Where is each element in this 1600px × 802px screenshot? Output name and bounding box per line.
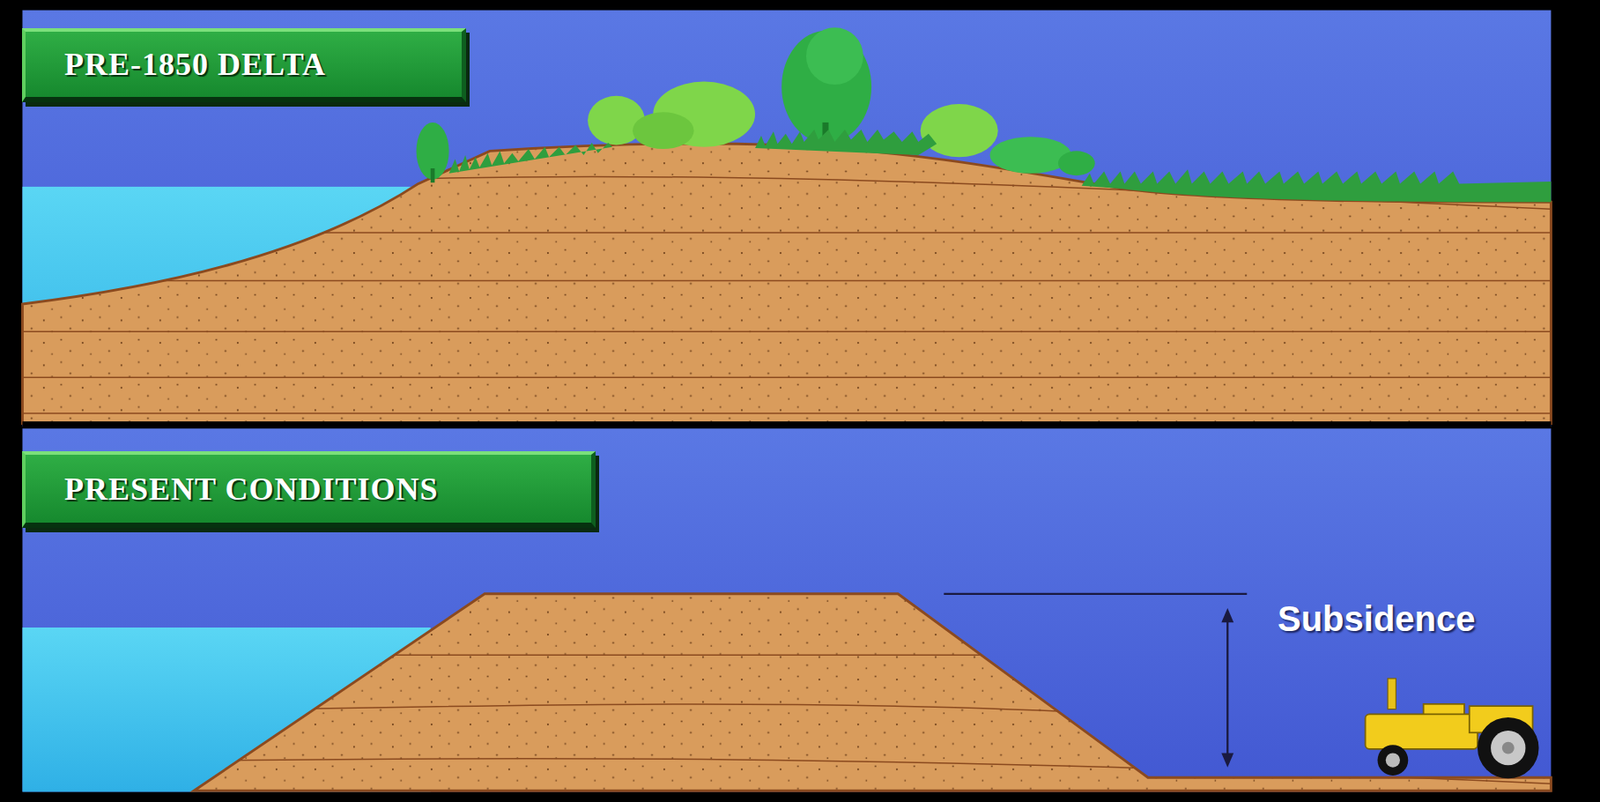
annotation-label: Subsidence	[1277, 599, 1476, 639]
title-banner: PRE-1850 DELTA	[22, 28, 467, 103]
sky	[22, 428, 1551, 792]
soil-layers	[22, 176, 1551, 414]
sky	[22, 10, 1551, 427]
subsidence-marker	[943, 593, 1247, 768]
banner-title: PRESENT CONDITIONS	[64, 470, 438, 508]
vegetation	[416, 27, 1552, 202]
tractor	[1365, 678, 1540, 778]
title-banner: PRESENT CONDITIONS	[22, 451, 596, 528]
banner-title: PRE-1850 DELTA	[64, 45, 326, 83]
soil-layers	[22, 654, 1551, 784]
natural-ground	[22, 143, 1551, 423]
